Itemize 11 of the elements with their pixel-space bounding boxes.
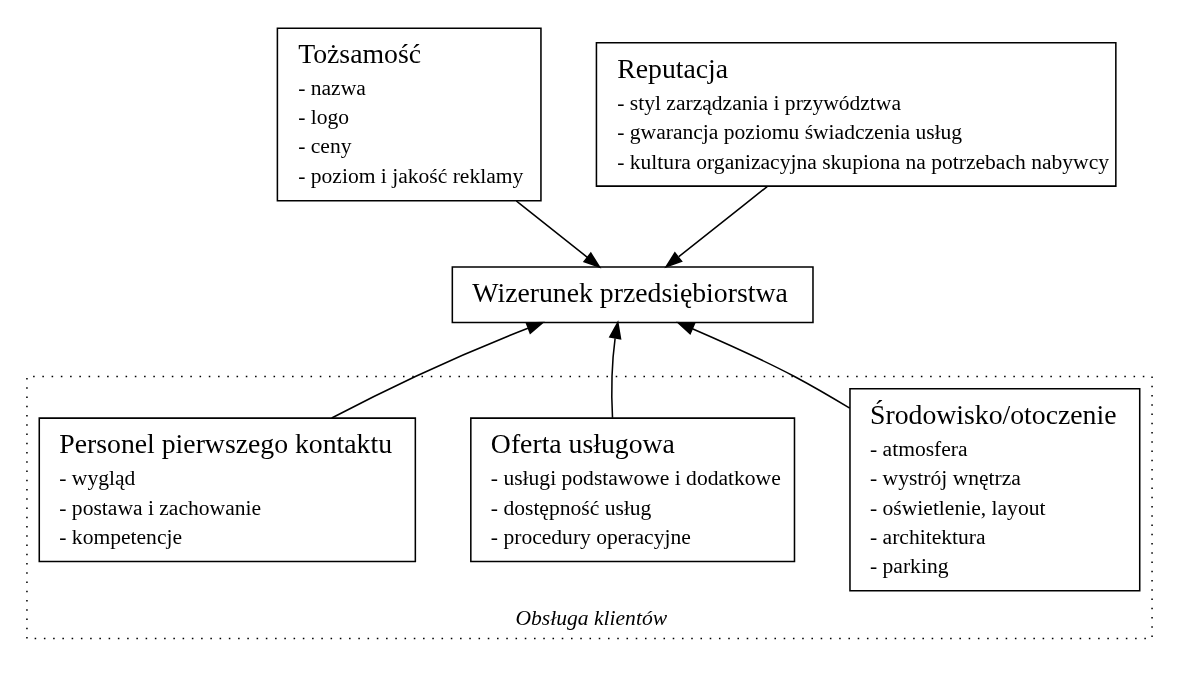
arrow (608, 320, 622, 419)
node-box: Wizerunek przedsiębiorstwa (451, 266, 814, 324)
arrow (675, 321, 851, 409)
node-box: Oferta usługowa - usługi podstawowe i dodatkowe - dostępność usług - procedury operacyjne (470, 417, 796, 563)
node-box: Środowisko/otoczenie - atmosfera - wystrój wnętrza - oświetlenie, layout - architektura - parking (849, 388, 1141, 592)
arrow (515, 200, 602, 269)
arrow (664, 185, 768, 269)
node-box: Personel pierwszego kontaktu - wygląd - postawa i zachowanie - kompetencje (38, 417, 417, 563)
node-box: Reputacja - styl zarządzania i przywództwa - gwarancja poziomu świadczenia usług - kultura organizacyjna skupiona na potrzebach nabywcy (595, 42, 1117, 187)
arrow (330, 321, 545, 419)
node-box: Tożsamość - nazwa - logo - ceny - poziom i jakość reklamy (276, 27, 542, 202)
